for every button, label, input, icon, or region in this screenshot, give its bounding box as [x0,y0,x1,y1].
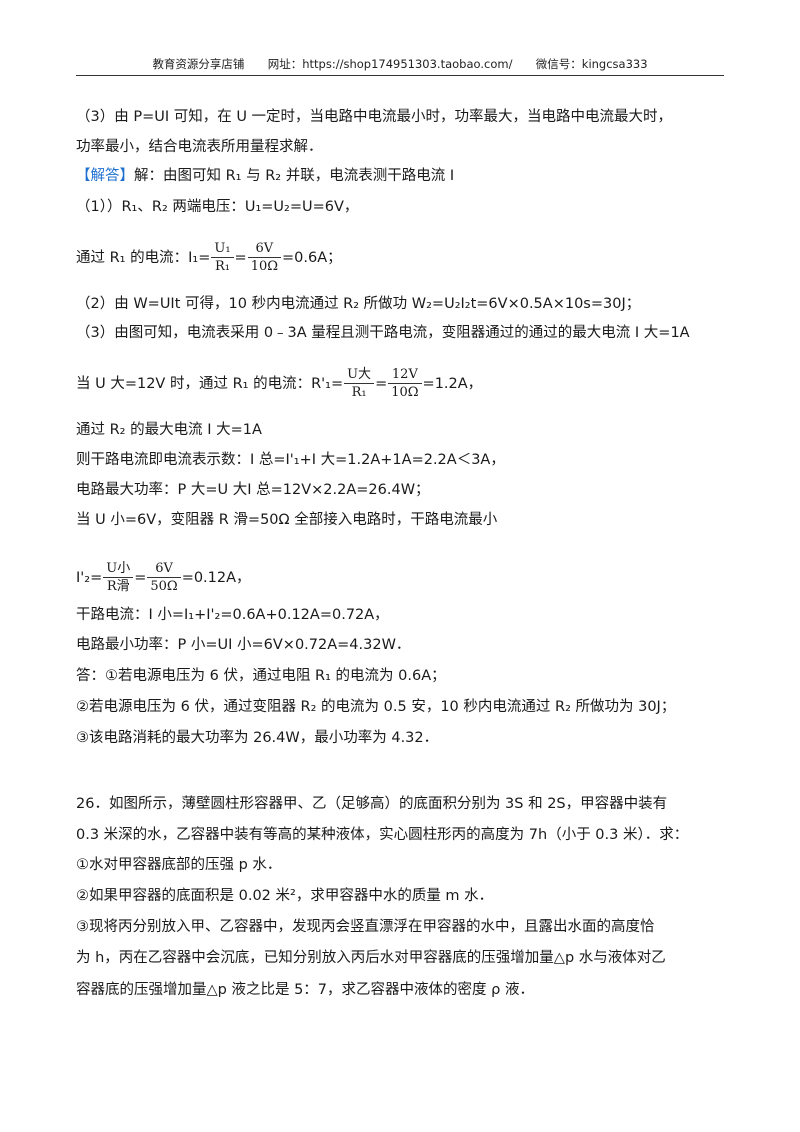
solution-step3-min-current: 干路电流：I 小=I₁+I'₂=0.6A+0.12A=0.72A， [76,607,389,623]
solution-intro: 【解答】解：由图可知 R₁ 与 R₂ 并联，电流表测干路电流 I [76,166,454,186]
q26-line1: 26．如图所示，薄壁圆柱形容器甲、乙（足够高）的底面积分别为 3S 和 2S，甲… [76,796,668,812]
solution-step2: （2）由 W=UIt 可得，10 秒内电流通过 R₂ 所做功 W₂=U₂I₂t=… [76,296,641,312]
q26-line2: 0.3 米深的水，乙容器中装有等高的某种液体，实心圆柱形丙的高度为 7h（小于 … [76,827,689,843]
wechat-id: 微信号：kingcsa333 [535,57,648,71]
analysis-step3-line1: （3）由 P=UI 可知，在 U 一定时，当电路中电流最小时，功率最大，当电路中… [76,109,673,125]
solution-step3-min-power: 电路最小功率：P 小=UI 小=6V×0.72A=4.32W． [76,637,411,653]
q26-part3-line1: ③现将丙分别放入甲、乙容器中，发现丙会竖直漂浮在甲容器的水中，且露出水面的高度恰 [76,919,655,935]
header-divider [76,75,724,76]
q26-part1: ①水对甲容器底部的压强 p 水． [76,857,282,873]
answer-3: ③该电路消耗的最大功率为 26.4W，最小功率为 4.32． [76,730,439,746]
shop-url: 网址：https://shop174951303.taobao.com/ [267,57,513,71]
solution-step3-min-condition: 当 U 小=6V，变阻器 R 滑=50Ω 全部接入电路时，干路电流最小 [76,512,498,528]
solution-step3-line1: （3）由图可知，电流表采用 0﹣3A 量程且测干路电流，变阻器通过的通过的最大电… [76,325,690,341]
solution-intro-text: 解：由图可知 R₁ 与 R₂ 并联，电流表测干路电流 I [134,168,455,184]
page-header: 教育资源分享店铺 网址：https://shop174951303.taobao… [76,56,724,72]
q26-part3-line3: 容器底的压强增加量△p 液之比是 5：7，求乙容器中液体的密度 ρ 液． [76,982,534,998]
eq-pre: I'₂= [76,569,103,586]
eq-pre: 当 U 大=12V 时，通过 R₁ 的电流：R'₁= [76,375,344,392]
solution-step1-voltage: （1））R₁、R₂ 两端电压：U₁=U₂=U=6V， [76,199,359,215]
answer-1: 答：①若电源电压为 6 伏，通过电阻 R₁ 的电流为 0.6A； [76,668,446,684]
solution-step3-total-current: 则干路电流即电流表示数：I 总=I'₁+I 大=1.2A+1A=2.2A＜3A， [76,452,505,468]
shop-name: 教育资源分享店铺 [152,57,245,71]
eq-pre: 通过 R₁ 的电流：I₁= [76,249,211,266]
eq-post: =0.12A， [181,569,251,586]
eq-post: =1.2A， [422,375,483,392]
q26-part3-line2: 为 h，丙在乙容器中会沉底，已知分别放入丙后水对甲容器底的压强增加量△p 水与液… [76,950,666,966]
analysis-step3-line2: 功率最小，结合电流表所用量程求解． [76,139,323,155]
solution-step3-r2-max: 通过 R₂ 的最大电流 I 大=1A [76,422,262,438]
q26-part2: ②如果甲容器的底面积是 0.02 米²，求甲容器中水的质量 m 水． [76,888,494,904]
eq-post: =0.6A； [282,249,342,266]
solution-step3-max-power: 电路最大功率：P 大=U 大I 总=12V×2.2A=26.4W； [76,482,430,498]
answer-2: ②若电源电压为 6 伏，通过变阻器 R₂ 的电流为 0.5 安，10 秒内电流通… [76,699,676,715]
solution-tag: 【解答】 [76,168,134,184]
